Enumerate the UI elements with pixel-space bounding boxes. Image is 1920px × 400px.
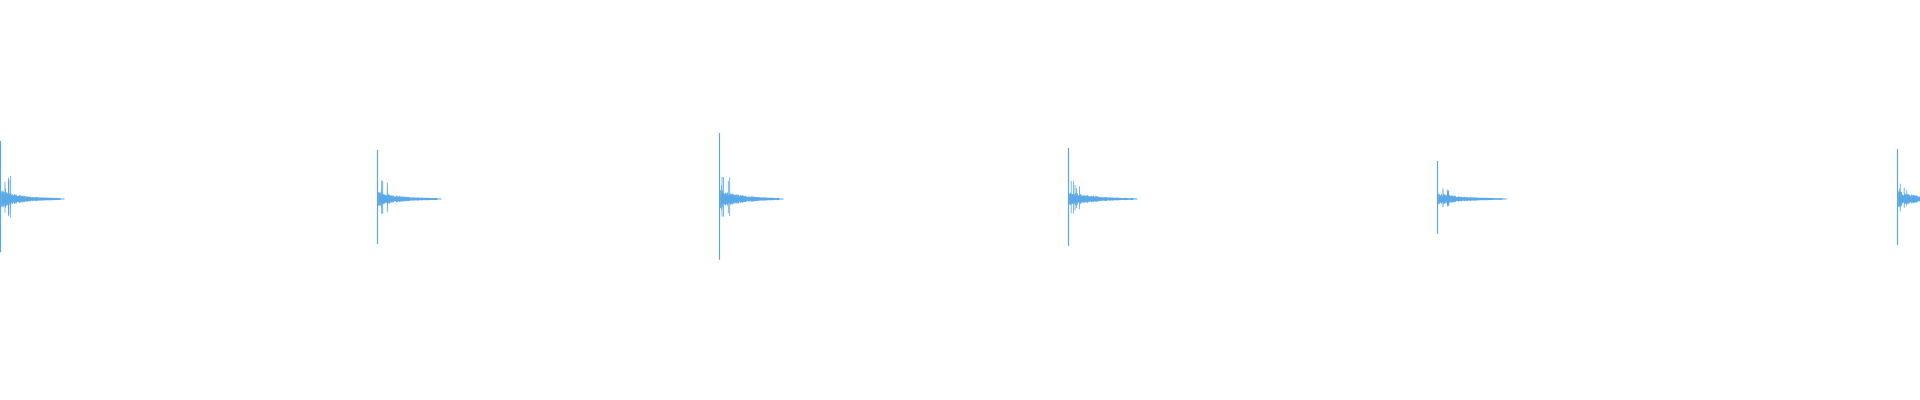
transient-1 [0, 141, 65, 253]
transient-decay [1069, 180, 1134, 214]
transient-5 [1436, 161, 1507, 234]
transient-decay [378, 180, 438, 214]
transient-decay [1, 175, 61, 218]
transient-4 [1067, 148, 1138, 246]
transient-3 [718, 133, 784, 260]
transient-decay [1898, 183, 1920, 212]
transient-2 [376, 150, 442, 245]
transient-decay [1438, 188, 1503, 208]
transient-6 [1896, 149, 1920, 245]
transient-decay [720, 176, 780, 217]
